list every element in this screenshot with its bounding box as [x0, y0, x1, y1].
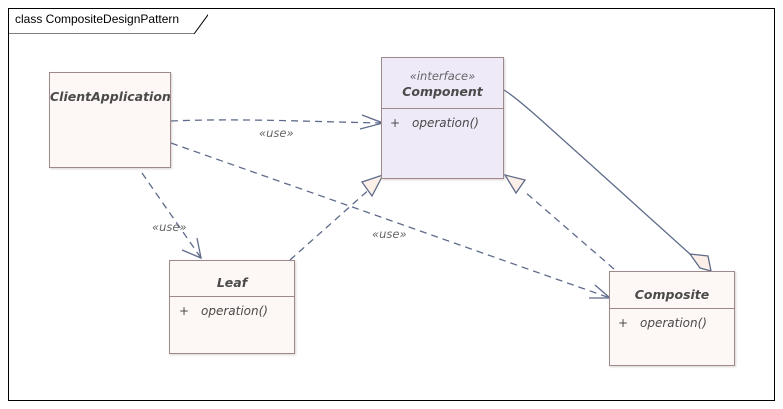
operation-name: operation() [412, 116, 479, 130]
visibility-public: + [179, 304, 190, 318]
dependency-client-component[interactable] [170, 119, 384, 124]
stereotype: «interface» [409, 69, 476, 83]
aggregation-diamond [688, 253, 712, 272]
operation[interactable]: + operation() [618, 316, 734, 330]
operation[interactable]: + operation() [390, 116, 503, 130]
dependency-client-leaf[interactable] [141, 172, 202, 259]
compartment-separator [170, 296, 294, 297]
visibility-public: + [618, 316, 629, 330]
use-label: «use» [152, 220, 187, 234]
open-arrowhead [181, 237, 202, 260]
class-client-application[interactable]: ClientApplication [49, 72, 171, 168]
dependency-client-composite[interactable] [170, 142, 611, 299]
compartment-separator [382, 108, 503, 109]
operation[interactable]: + operation() [179, 304, 294, 318]
hollow-triangle-arrowhead [360, 173, 385, 198]
visibility-public: + [390, 116, 401, 130]
class-component[interactable]: «interface» Component + operation() [381, 57, 504, 179]
realization-composite-component[interactable] [524, 191, 615, 270]
class-leaf[interactable]: Leaf + operation() [169, 260, 295, 354]
operation-name: operation() [640, 316, 707, 330]
use-label: «use» [372, 227, 407, 241]
diagram-frame [8, 8, 775, 401]
operation-name: operation() [201, 304, 268, 318]
use-label: «use» [259, 126, 294, 140]
class-name: ClientApplication [50, 89, 171, 104]
class-name: Component [402, 84, 483, 99]
aggregation-component-composite[interactable] [503, 89, 691, 255]
hollow-triangle-arrowhead [503, 173, 527, 195]
realization-leaf-component[interactable] [289, 186, 373, 261]
diagram-title: class CompositeDesignPattern [15, 12, 180, 26]
class-name: Leaf [216, 275, 248, 290]
frame-tab [8, 13, 208, 34]
class-name: Composite [634, 287, 710, 302]
class-composite[interactable]: Composite + operation() [609, 271, 735, 366]
compartment-separator [610, 308, 734, 309]
